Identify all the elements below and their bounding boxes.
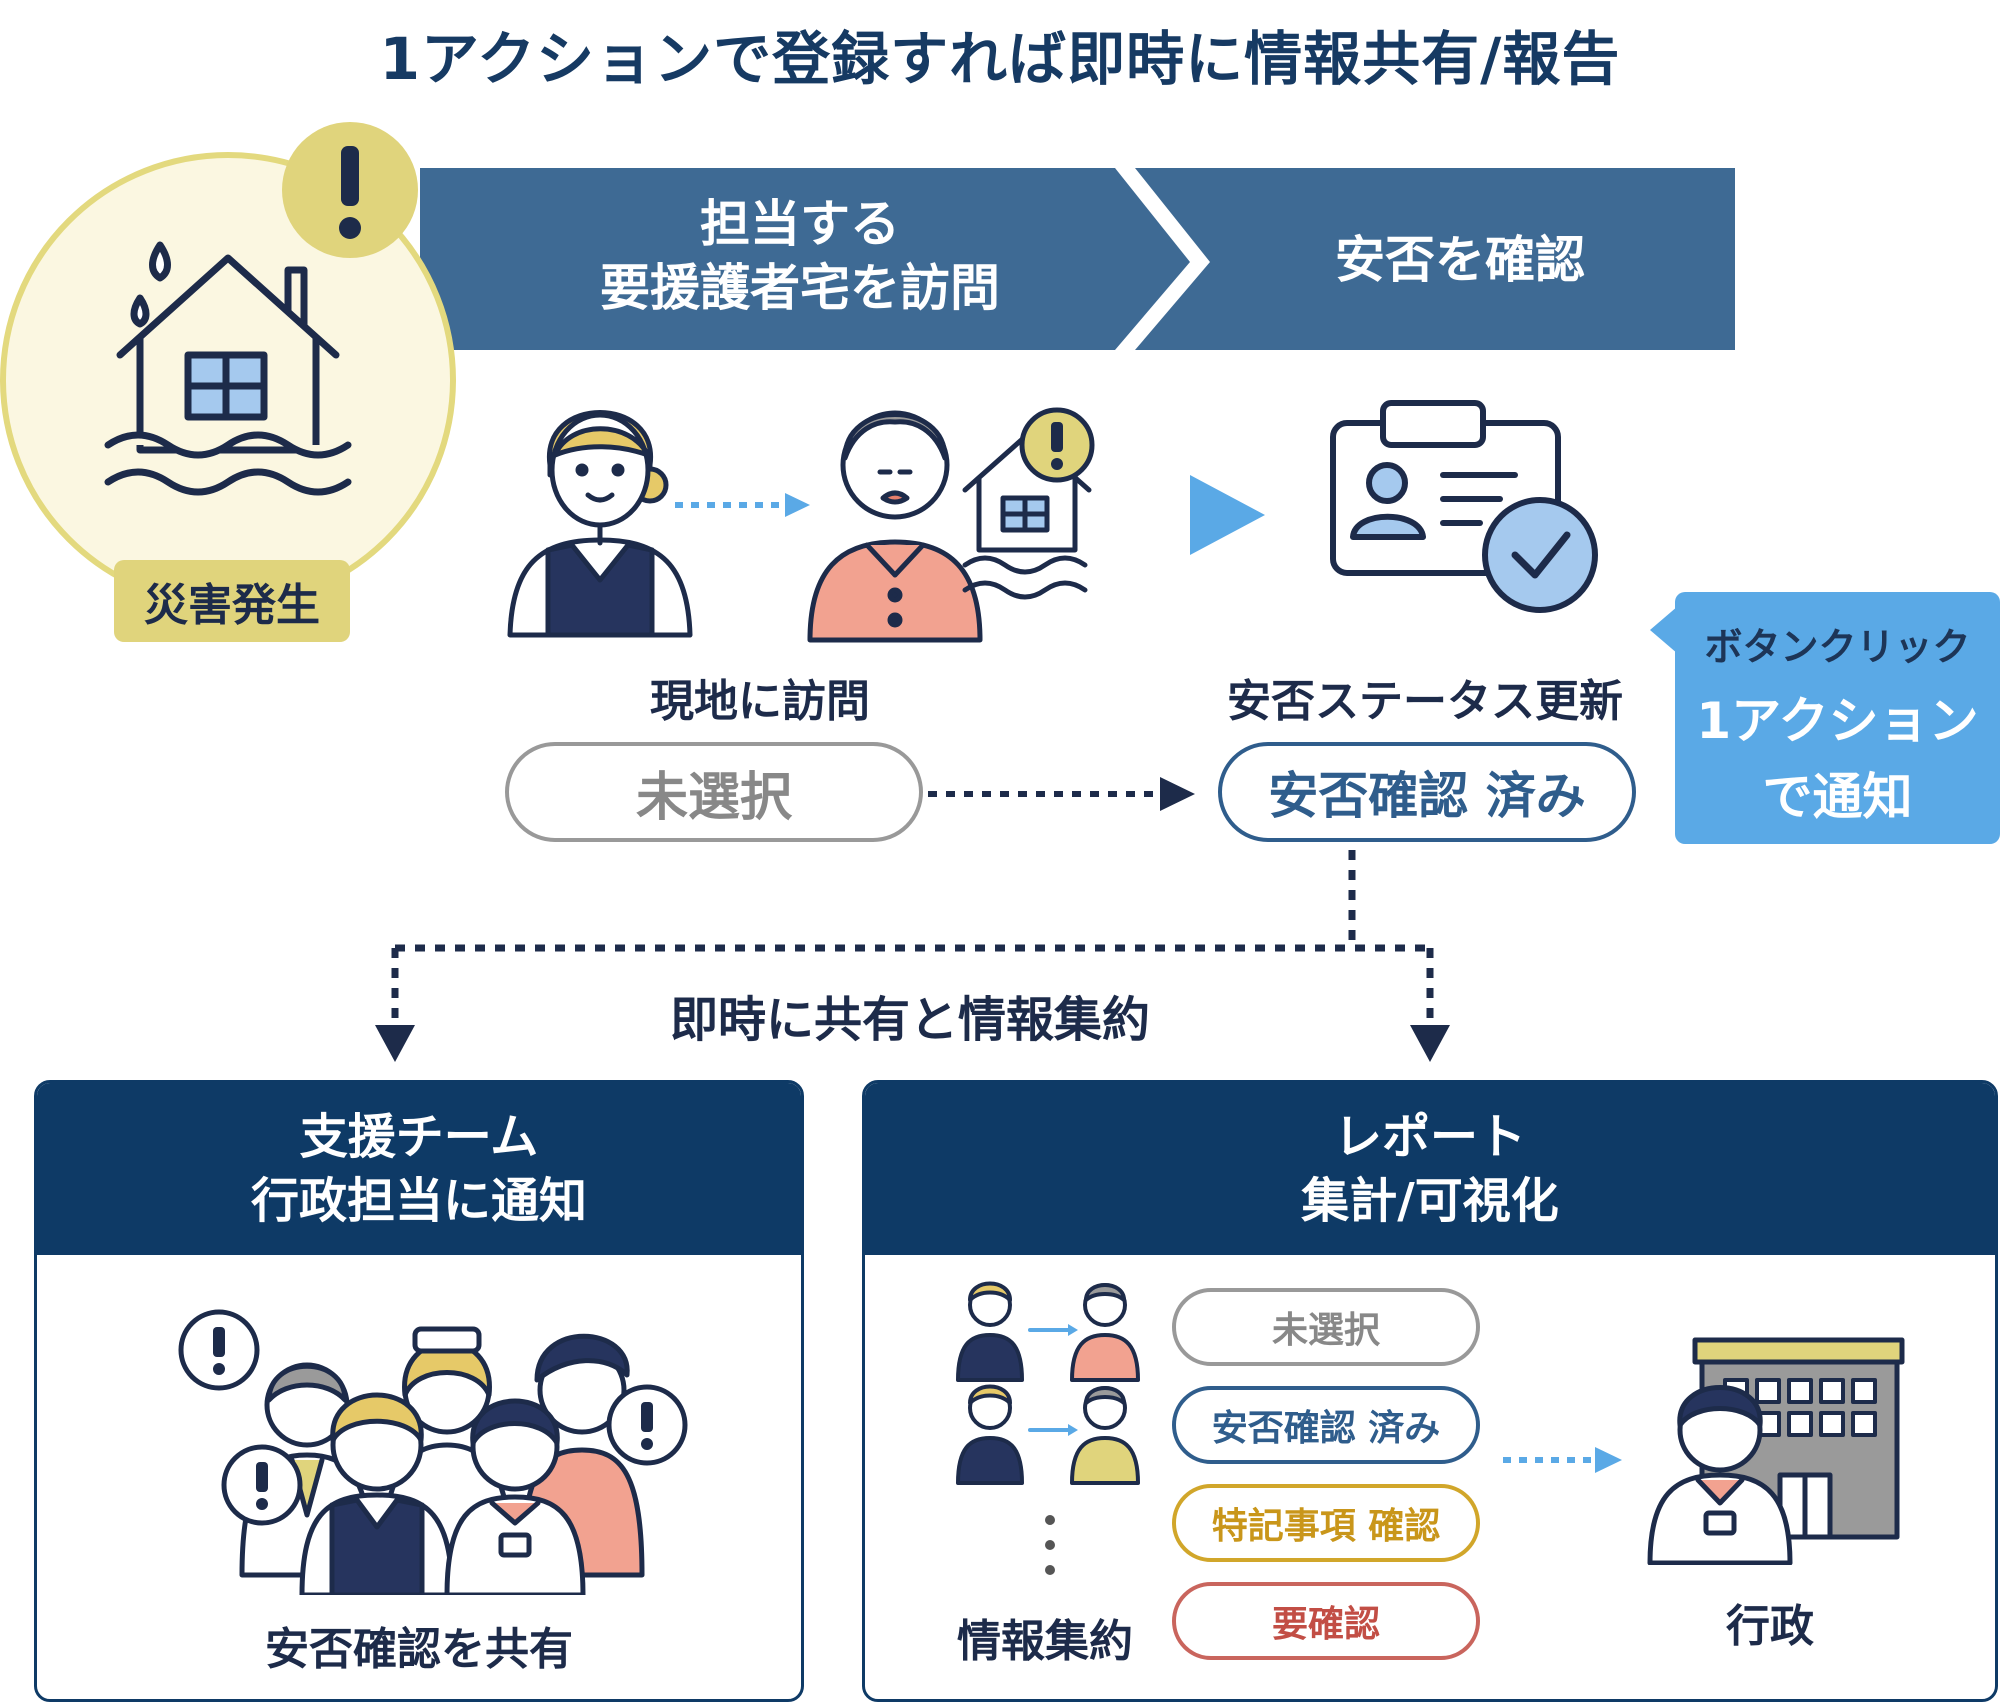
staff-person-icon	[507, 410, 693, 638]
share-label: 即時に共有と情報集約	[669, 992, 1150, 1048]
status-unselected-pill: 未選択	[505, 742, 923, 842]
banner-visit-text: 担当する 要援護者宅を訪問	[440, 192, 1160, 320]
disaster-badge: 災害発生	[114, 560, 350, 642]
panel-right-header: レポート 集計/可視化	[865, 1083, 1995, 1255]
report-status-unselected: 未選択	[1172, 1288, 1480, 1366]
status-confirmed-pill: 安否確認 済み	[1218, 742, 1636, 842]
banner-step-visit	[420, 168, 1190, 350]
disaster-illustration	[0, 152, 456, 608]
one-action-callout: ボタンクリック 1アクション で通知	[1675, 592, 2000, 844]
report-status-special-note: 特記事項 確認	[1172, 1484, 1480, 1562]
panel-left-header: 支援チーム 行政担当に通知	[37, 1083, 801, 1255]
panel-left-title-line2: 行政担当に通知	[250, 1173, 587, 1229]
banner-confirm-text: 安否を確認	[1335, 231, 1585, 289]
panel-left-caption: 安否確認を共有	[265, 1624, 573, 1675]
banner-step-confirm	[1135, 168, 1735, 350]
team-alert-bubbles	[178, 1309, 688, 1526]
page-title: 1アクションで登録すれば即時に情報共有/報告	[379, 25, 1621, 93]
visit-caption: 現地に訪問	[650, 676, 870, 727]
visit-arrow-icon	[675, 493, 810, 517]
callout-line1: ボタンクリック	[1704, 625, 1971, 669]
panel-right-title-line2: 集計/可視化	[1301, 1173, 1559, 1229]
visit-pairs-icon	[956, 1281, 1140, 1575]
report-arrow-icon	[1503, 1447, 1622, 1473]
panel-right-title-line1: レポート	[1333, 1109, 1526, 1165]
elderly-person-icon	[807, 407, 1095, 643]
support-team-icon	[178, 1309, 688, 1595]
callout-line2: 1アクション	[1696, 692, 1979, 750]
elder-alert-icon	[1019, 407, 1095, 483]
flooded-house-icon	[104, 241, 352, 496]
id-card-check-icon	[1330, 400, 1598, 613]
admin-caption: 行政	[1726, 1601, 1814, 1652]
admin-officer-icon	[1647, 1385, 1793, 1565]
panel-left-title-line1: 支援チーム	[299, 1109, 539, 1165]
report-status-needs-check: 要確認	[1172, 1582, 1480, 1660]
aggregate-caption: 情報集約	[957, 1616, 1133, 1667]
banner-visit-line2: 要援護者宅を訪問	[600, 259, 1000, 317]
banner-visit-line1: 担当する	[700, 195, 900, 253]
panel-team-notification: 支援チーム 行政担当に通知	[34, 1080, 804, 1702]
update-caption: 安否ステータス更新	[1227, 676, 1623, 727]
callout-line3: で通知	[1762, 768, 1913, 826]
status-change-arrow-icon	[928, 777, 1195, 811]
report-status-confirmed: 安否確認 済み	[1172, 1386, 1480, 1464]
alert-exclamation-icon	[282, 122, 418, 258]
government-building-icon	[1647, 1337, 1905, 1565]
next-step-arrow-icon	[1190, 475, 1265, 555]
